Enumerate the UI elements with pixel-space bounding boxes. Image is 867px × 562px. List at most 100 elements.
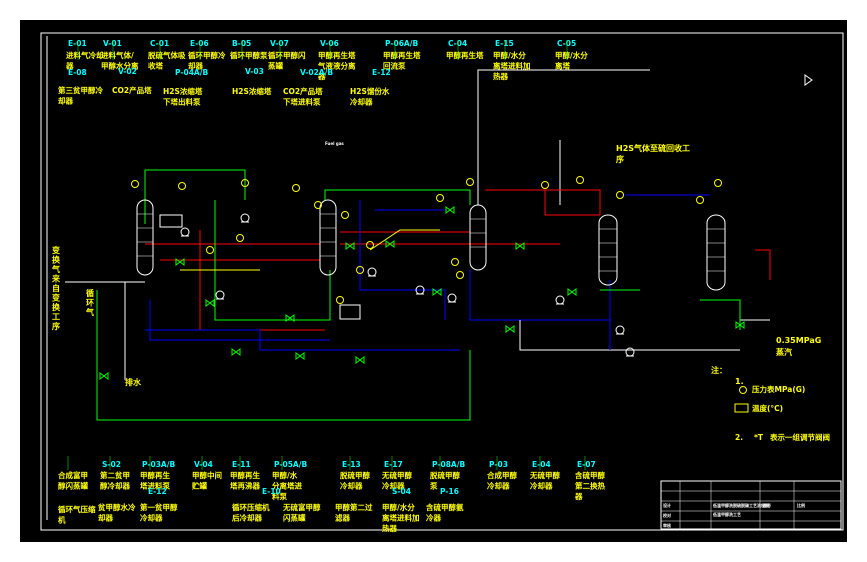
yellow-line: [369, 229, 440, 251]
drain-label: 排水: [125, 377, 142, 387]
valve-symbol: [295, 352, 305, 360]
equipment-name: H2S浓缩塔: [232, 86, 272, 96]
equipment-name: 蒸罐: [268, 61, 283, 71]
water-line-3: [469, 270, 610, 321]
pressure-legend: 压力表MPa(G): [752, 384, 805, 394]
equipment-code: V-01: [103, 39, 122, 48]
feed-gas-label: 变: [52, 293, 60, 303]
equipment-name: 甲醇/水分: [493, 50, 526, 60]
valve-symbol: [99, 372, 109, 380]
equipment-code: E-06: [190, 39, 209, 48]
drawing-border: [40, 32, 844, 531]
equipment-name: 泵: [430, 482, 438, 491]
valve-symbol: [355, 356, 365, 364]
note-2: 2.: [735, 433, 743, 442]
equipment-name: 甲醇再生塔: [383, 50, 421, 60]
instrument-bubble: [541, 181, 549, 189]
equipment-name: 甲醇/水分: [555, 50, 588, 60]
fuel-gas-label: Fuel gas: [325, 141, 344, 146]
equipment-name: 甲醇再生塔: [318, 50, 356, 60]
equipment-name: 进料气体/: [101, 50, 134, 60]
equipment-name: 含硫甲醇氨: [426, 502, 464, 512]
equipment-name: 无硫甲醇: [529, 470, 560, 480]
equipment-name: 甲醇再生塔: [446, 50, 484, 60]
valve-symbol: [285, 314, 295, 322]
equipment-code: V-04: [194, 460, 213, 469]
note-title: 注：: [711, 365, 727, 375]
instrument-bubble: [576, 176, 584, 184]
equipment-name: CO2产品塔: [283, 86, 323, 96]
feed-gas-label: 工: [52, 313, 60, 322]
valve-symbol: [735, 321, 745, 329]
instrument-bubble: [336, 296, 344, 304]
flash-line: [199, 230, 325, 331]
reboiler-line: [755, 249, 771, 280]
pump-symbol: [555, 295, 565, 305]
pressure-symbol: [739, 386, 747, 394]
equipment-name: 器: [65, 62, 74, 71]
instrument-bubble: [456, 271, 464, 279]
steam-label: 蒸汽: [776, 347, 792, 357]
recycle-gas-line: [96, 290, 471, 421]
equipment-name: H2S浓缩塔: [163, 86, 203, 96]
equipment-code: E-08: [68, 68, 87, 77]
recycle-gas-label: 环: [86, 299, 94, 308]
equipment-name: 无硫富甲醇: [282, 502, 321, 512]
equipment-code: E-17: [384, 460, 403, 469]
equipment-code: E-11: [232, 460, 251, 469]
drawing-title: 低温甲醇洗脱硫脱碳工艺流程图: [712, 502, 769, 508]
equipment-code: B-05: [232, 39, 251, 48]
instrument-bubble: [696, 196, 704, 204]
equipment-name: 循环气压缩: [58, 504, 96, 514]
pump-symbol: [447, 293, 457, 303]
exchanger-box: [159, 214, 183, 228]
recycle-gas-label: 循: [85, 288, 94, 298]
equipment-name: 冷却器: [382, 481, 405, 491]
regen-overhead: [324, 189, 471, 205]
equipment-name: 循环压缩机: [232, 502, 270, 512]
equipment-name: 含硫甲醇: [575, 470, 605, 480]
equipment-code: C-04: [448, 39, 467, 48]
title-block: [660, 480, 842, 530]
title-cell: 图号: [763, 502, 771, 508]
blue-line: [359, 200, 445, 291]
valve-symbol: [432, 288, 442, 296]
h2s-recovery-label: H2S气体至硫回收工: [616, 143, 690, 153]
equipment-code: E-07: [577, 460, 596, 469]
equipment-name: 冷却器: [530, 481, 553, 491]
equipment-name: 甲醇再生: [230, 470, 260, 480]
steam-line: [519, 320, 740, 351]
equipment-name: 却器: [98, 513, 113, 523]
equipment-name: 第二换热: [575, 481, 605, 491]
valve-symbol: [505, 325, 515, 333]
equipment-name: 甲醇/水分: [382, 502, 415, 512]
feed-gas-label: 自: [52, 283, 60, 293]
equipment-name: 器: [317, 72, 326, 81]
equipment-name: CO2产品塔: [112, 85, 152, 95]
methanol-water-column: [706, 214, 726, 291]
top-overhead-line: [477, 69, 650, 205]
title-cell: 比例: [797, 502, 805, 508]
equipment-name: 循环甲醇闪: [268, 50, 306, 60]
equipment-code: E-10: [262, 487, 281, 496]
equipment-name: 醇冷却器: [100, 481, 130, 491]
stripper-column: [598, 214, 618, 286]
aux-line-2: [700, 299, 741, 330]
equipment-name: 料泵: [272, 491, 287, 501]
feed-gas-label: 换: [52, 255, 61, 265]
equipment-name: 无硫甲醇: [381, 470, 412, 480]
equipment-code: P-16: [440, 487, 459, 496]
equipment-name: 甲醇水分离: [101, 61, 139, 71]
equipment-name: 脱硫甲醇: [430, 470, 460, 480]
equipment-name: 合成甲醇: [487, 470, 517, 480]
note-2-symbol: *T: [754, 433, 764, 442]
note-2-text: 表示一组调节阀阀: [770, 432, 830, 442]
temperature-legend: 温度(°C): [752, 403, 783, 413]
equipment-name: 收塔: [148, 61, 163, 71]
equipment-name: 后冷却器: [232, 513, 262, 523]
equipment-name: 进料气冷却: [66, 50, 104, 60]
equipment-name: 贫甲醇水冷: [97, 502, 136, 512]
valve-symbol: [205, 299, 215, 307]
valve-symbol: [231, 348, 241, 356]
title-cell: 设计: [663, 502, 671, 508]
